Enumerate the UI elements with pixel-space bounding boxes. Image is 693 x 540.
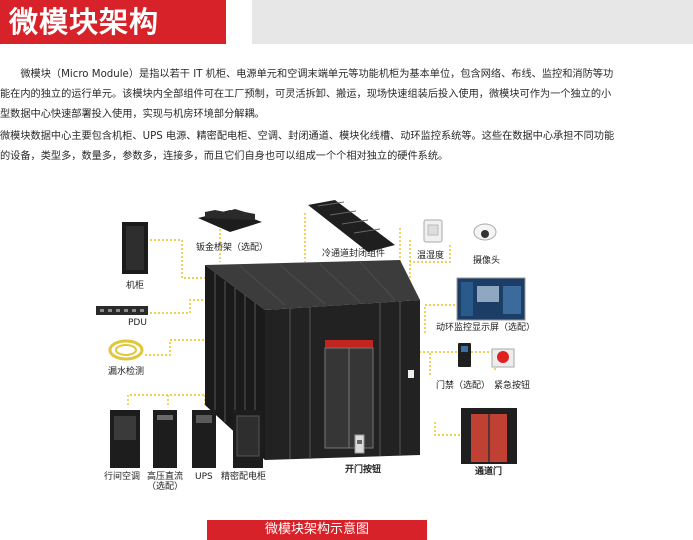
door-access-icon (458, 343, 471, 367)
cabinet-icon (122, 222, 148, 274)
diagram-caption: 微模块架构示意图 (207, 520, 427, 540)
pdu-icon (96, 306, 148, 315)
label-camera: 摄像头 (473, 256, 501, 266)
label-cabinet: 机柜 (126, 281, 145, 291)
intro-line-1: 微模块（Micro Module）是指以若干 IT 机柜、电源单元和空调末端单元… (0, 69, 614, 80)
emergency-button-icon (491, 348, 515, 368)
aisle-door-icon (461, 408, 517, 464)
label-pdu: PDU (128, 318, 147, 328)
label-monitoring-screen: 动环监控显示屏（选配） (436, 323, 536, 333)
pdc-icon (233, 410, 263, 468)
label-door-button: 开门按钮 (345, 465, 382, 475)
intro-line-4: 微模块数据中心主要包含机柜、UPS 电源、精密配电柜、空调、封闭通道、模块化线槽… (0, 131, 615, 142)
label-temperature-humidity: 温湿度 (417, 251, 445, 261)
row-ac-icon (110, 410, 140, 468)
label-precision-pdc: 精密配电柜 (221, 472, 267, 482)
label-door-access: 门禁（选配） (436, 381, 491, 391)
intro-line-5: 的设备，类型多，数量多，参数多，连接多，而且它们自身也可以组成一个个相对独立的硬… (0, 151, 449, 162)
temperature-humidity-sensor-icon (423, 219, 443, 243)
label-hvdc: 高压直流 (147, 472, 184, 482)
monitoring-screen-icon (456, 277, 526, 321)
door-reader-on-module (408, 370, 414, 378)
cable-tray-icon (198, 209, 262, 232)
title-bar-extension (252, 0, 693, 44)
title-bar: 微模块架构 (0, 0, 226, 44)
label-row-ac: 行间空调 (104, 472, 141, 482)
label-hvdc-optional: （选配） (147, 482, 184, 492)
label-leak-detection: 漏水检测 (108, 367, 145, 377)
module-cabinet-seams (214, 273, 401, 459)
hvdc-icon (153, 410, 177, 468)
label-cable-tray: 钣金桥架（选配） (196, 243, 269, 253)
label-cold-aisle: 冷通道封闭组件 (322, 249, 386, 259)
door-button-icon (354, 434, 365, 454)
cold-aisle-containment-icon (308, 200, 395, 252)
module-roof-panels (239, 261, 396, 306)
label-ups: UPS (195, 472, 213, 482)
page-title: 微模块架构 (9, 5, 160, 39)
camera-icon (473, 223, 497, 241)
ups-icon (192, 410, 216, 468)
leak-detection-icon (108, 339, 144, 361)
intro-line-3: 型数据中心快速部署投入使用，实现与机房环境部分解耦。 (0, 109, 265, 120)
micro-module-block (205, 260, 420, 460)
door-header-strip (325, 340, 373, 348)
label-emergency-button: 紧急按钮 (494, 381, 531, 391)
intro-line-2: 能在内的独立的运行单元。该模块内全部组件可在工厂预制，可灵活拆卸、搬运，现场快速… (0, 89, 612, 100)
label-aisle-door: 通道门 (475, 467, 503, 477)
